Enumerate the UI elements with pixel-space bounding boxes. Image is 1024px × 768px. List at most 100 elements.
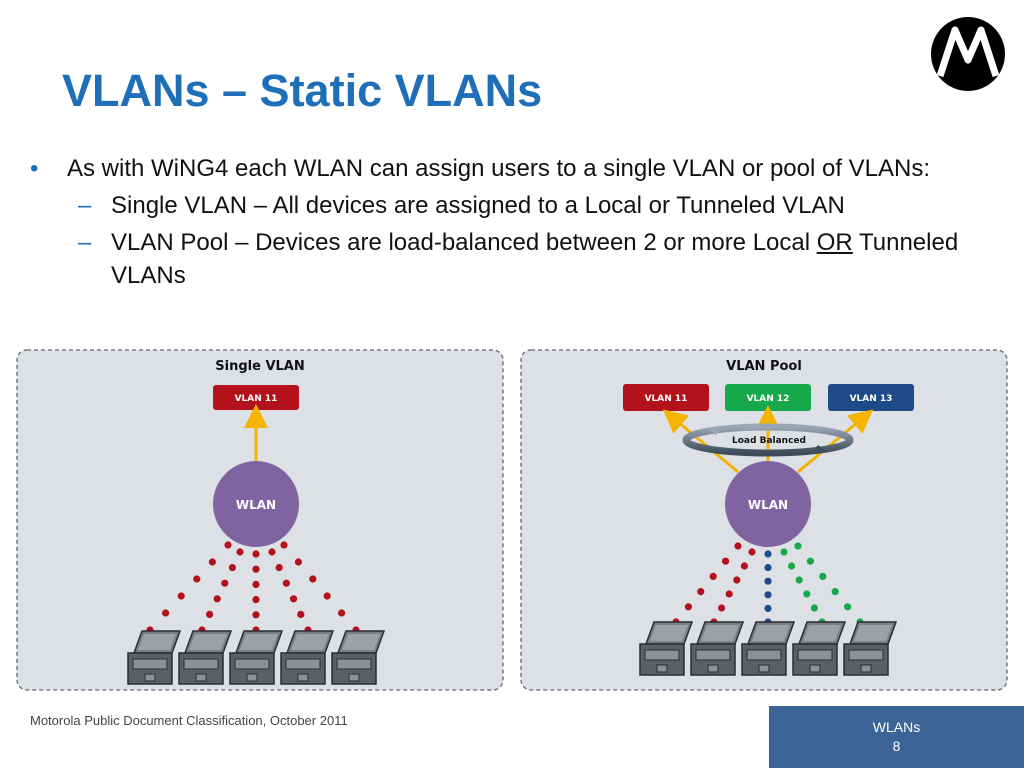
pool-arrow-vlan-11: [662, 409, 739, 474]
laptop-icon: [280, 630, 335, 685]
laptop-icon: [741, 621, 796, 676]
link-dot: [722, 557, 730, 565]
link-dot: [780, 548, 788, 556]
link-dot: [764, 550, 772, 558]
section-page-box: WLANs 8: [769, 706, 1024, 768]
link-dot: [764, 591, 772, 599]
vlan-pool-heading: VLAN Pool: [726, 359, 802, 374]
pool-vlan-11-box: [623, 384, 709, 411]
link-dot: [697, 588, 705, 596]
laptop-icon: [843, 621, 898, 676]
link-dot: [252, 596, 260, 604]
link-dot: [831, 588, 839, 596]
link-dot: [844, 603, 852, 611]
single-dotted-links: [146, 541, 360, 634]
link-dot: [221, 579, 229, 587]
pool-dotted-links: [672, 542, 864, 626]
link-dot: [294, 558, 302, 566]
single-laptops: [127, 630, 386, 685]
link-dot: [252, 580, 260, 589]
link-dot: [810, 604, 819, 612]
laptop-icon: [331, 630, 386, 685]
link-dot: [748, 548, 756, 556]
link-dot: [290, 595, 298, 603]
link-dot: [280, 541, 288, 549]
pool-vlan-12-box: [725, 384, 811, 411]
bullet-dot: •: [30, 155, 39, 182]
laptop-icon: [690, 621, 745, 676]
link-dot: [725, 590, 733, 598]
pool-laptops: [639, 621, 898, 676]
pool-wlan-label: WLAN: [748, 498, 788, 512]
bullet-dash: –: [78, 192, 92, 220]
pool-vlan-13-box: [828, 384, 914, 411]
single-vlan-11-box: [213, 385, 299, 410]
link-dot: [764, 577, 772, 585]
motorola-logo-icon: [931, 17, 1005, 91]
single-wlan-label: WLAN: [236, 498, 276, 512]
pool-wlan-circle: [725, 461, 811, 547]
link-dot: [734, 542, 742, 550]
laptop-icon: [127, 630, 182, 685]
single-vlan-panel: Single VLAN VLAN 11 WLAN: [16, 349, 504, 691]
bullet-sub-single-vlan: – Single VLAN – All devices are assigned…: [30, 189, 1005, 222]
link-dot: [208, 558, 216, 566]
link-dot: [224, 541, 232, 549]
pool-vlan-11-label: VLAN 11: [645, 394, 688, 404]
link-dot: [252, 565, 260, 573]
pool-arrow-vlan-13: [797, 409, 874, 474]
pool-vlan-13-label: VLAN 13: [850, 394, 893, 404]
laptop-icon: [229, 630, 284, 685]
link-dot: [803, 590, 811, 598]
link-dot: [718, 604, 726, 612]
load-balanced-label: Load Balanced: [732, 436, 806, 446]
vlan-pool-panel: VLAN Pool VLAN 11 VLAN 12 VLAN 13 Load B…: [520, 349, 1008, 691]
link-dot: [309, 575, 317, 583]
link-dot: [206, 610, 214, 619]
link-dot: [268, 548, 276, 556]
link-dot: [213, 595, 221, 603]
bullet-main-text: As with WiNG4 each WLAN can assign users…: [67, 155, 931, 182]
link-dot: [764, 604, 772, 613]
footer-classification: Motorola Public Document Classification,…: [30, 713, 348, 728]
link-dot: [177, 592, 185, 600]
link-dot: [338, 609, 346, 617]
pool-vlan-12-label: VLAN 12: [747, 394, 790, 404]
bullet-sub-vlan-pool: – VLAN Pool – Devices are load-balanced …: [30, 226, 1005, 292]
link-dot: [323, 592, 331, 600]
link-dot: [193, 575, 201, 583]
bullet-sub1-text: Single VLAN – All devices are assigned t…: [111, 192, 845, 220]
load-balanced-ring: [682, 423, 854, 457]
link-dot: [794, 542, 802, 550]
bullet-sub2-text: VLAN Pool – Devices are load-balanced be…: [111, 229, 817, 257]
single-vlan-heading: Single VLAN: [215, 359, 304, 374]
bullet-sub2-underlined: OR: [816, 229, 853, 257]
bullet-main: • As with WiNG4 each WLAN can assign use…: [30, 152, 1005, 185]
link-dot: [236, 548, 244, 556]
link-dot: [795, 576, 803, 584]
link-dot: [252, 550, 260, 558]
link-dot: [297, 610, 305, 619]
bullet-dash: –: [78, 229, 92, 257]
laptop-icon: [792, 621, 847, 676]
link-dot: [228, 564, 236, 572]
link-dot: [806, 557, 815, 565]
single-wlan-circle: [213, 461, 299, 547]
page-number: 8: [892, 738, 901, 754]
link-dot: [684, 603, 693, 611]
slide-title: VLANs – Static VLANs: [62, 65, 543, 116]
link-dot: [733, 576, 741, 584]
link-dot: [819, 572, 827, 581]
link-dot: [275, 564, 283, 572]
link-dot: [709, 572, 717, 581]
bullet-list: • As with WiNG4 each WLAN can assign use…: [30, 152, 1005, 292]
link-dot: [252, 611, 260, 619]
link-dot: [764, 564, 772, 572]
link-dot: [788, 562, 796, 570]
single-vlan-11-label: VLAN 11: [235, 394, 278, 404]
link-dot: [282, 579, 290, 587]
section-label: WLANs: [872, 719, 921, 736]
link-dot: [162, 609, 170, 617]
laptop-icon: [178, 630, 233, 685]
